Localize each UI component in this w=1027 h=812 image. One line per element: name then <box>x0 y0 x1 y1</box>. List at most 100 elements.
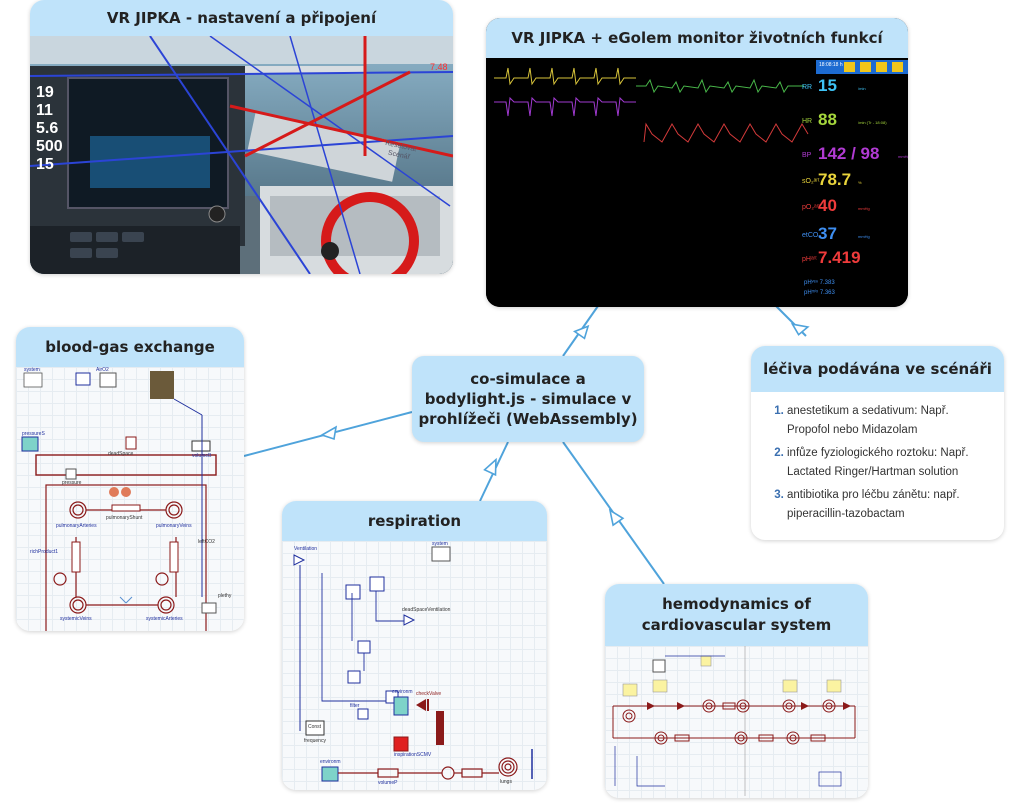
screen-value: 19 <box>36 84 54 101</box>
blood-gas-title: blood-gas exchange <box>16 327 244 367</box>
respiration-title: respiration <box>282 501 547 541</box>
monitor-row-value: 88 <box>818 110 837 129</box>
monitor-title: VR JIPKA + eGolem monitor životních funk… <box>486 18 908 58</box>
blood-gas-schematic <box>21 371 217 631</box>
hemo-title-line: cardiovascular system <box>641 616 832 634</box>
resp-label: environm <box>320 759 341 765</box>
screen-value: 500 <box>36 138 63 155</box>
drugs-title: léčiva podávána ve scénáři <box>751 346 1004 392</box>
arrow-head-monitor <box>572 324 590 340</box>
resp-label: deadSpaceVentilation <box>402 607 451 613</box>
bg-label: leftCO2 <box>198 539 215 545</box>
bg-label: deadSpace <box>108 451 134 457</box>
resp-label: volumeP <box>378 780 398 786</box>
bg-label: volumeB <box>192 453 212 459</box>
monitor-card: VR JIPKA + eGolem monitor životních funk… <box>486 18 908 307</box>
drugs-list: anestetikum a sedativum: Např. Propofol … <box>751 402 1004 524</box>
monitor-button[interactable] <box>860 62 871 72</box>
monitor-row-label: pHᵃʳᵗ <box>802 256 817 263</box>
monitor-row-label: RR <box>802 84 813 91</box>
monitor-row-value: 78.7 <box>818 170 852 189</box>
resp-label: Const <box>308 724 322 730</box>
waveform-purple <box>494 96 636 117</box>
resp-label: lungs <box>500 779 512 785</box>
waveform-green <box>636 78 804 94</box>
monitor-row-unit: /min <box>858 86 866 91</box>
waveform-yellow <box>494 67 636 86</box>
bg-label: pressureS <box>22 431 45 437</box>
drugs-list-wrapper: anestetikum a sedativum: Např. Propofol … <box>751 402 1004 528</box>
vr-screen-values: 19 11 5.6 500 15 <box>36 84 63 174</box>
vr-red-value: 7.48 <box>430 62 448 72</box>
monitor-row-label: sO₂ᵃʳᵗ <box>802 178 820 185</box>
bg-label: AirO2 <box>96 367 109 373</box>
screen-value: 11 <box>36 102 53 119</box>
resp-label: Ventilation <box>294 546 318 552</box>
monitor-row-value: 15 <box>818 76 837 95</box>
bg-label: pressure <box>62 480 82 486</box>
blood-gas-diagram: system AirO2 pressureS volumeB deadSpace… <box>16 367 244 631</box>
drugs-card: léčiva podávána ve scénáři anestetikum a… <box>751 346 1004 540</box>
resp-label: system <box>432 541 448 547</box>
respiration-diagram: Ventilation system deadSpaceVentilation … <box>282 541 547 790</box>
monitor-row-label: BP <box>802 152 812 159</box>
hemodynamics-card: hemodynamics of cardiovascular system <box>605 584 868 798</box>
monitor-top-bar: 18:08:18 h <box>816 60 908 74</box>
vr-setup-card: VR JIPKA - nastavení a připojení <box>30 0 453 274</box>
vr-scene-illustration <box>30 36 453 274</box>
monitor-row-unit: /min (Tr - 18:08) <box>858 120 887 125</box>
hemo-title-line: hemodynamics of <box>662 595 811 613</box>
monitor-waveforms <box>494 67 809 143</box>
bg-label: pulmonaryShunt <box>106 515 143 521</box>
screen-value: 15 <box>36 156 54 173</box>
blood-gas-card: blood-gas exchange <box>16 327 244 631</box>
drug-item: anestetikum a sedativum: Např. Propofol … <box>787 402 990 440</box>
arrow-head-blood-gas <box>320 425 338 441</box>
arrow-head-respiration <box>483 457 497 477</box>
resp-label: inspirationSCMV <box>394 752 432 758</box>
arrow-head-drugs <box>790 323 810 336</box>
monitor-button[interactable] <box>876 62 887 72</box>
monitor-row-label: pO₂ᵃʳᵗ <box>802 204 820 211</box>
resp-label: checkValve <box>416 691 442 697</box>
monitor-row: RR 15/min <box>802 76 908 100</box>
monitor-button[interactable] <box>844 62 855 72</box>
monitor-clock: 18:08:18 h <box>819 62 843 68</box>
drug-item: antibiotika pro léčbu zánětu: např. pipe… <box>787 486 990 524</box>
bg-label: pulmonaryVeins <box>156 523 192 529</box>
hemodynamics-diagram <box>605 646 868 798</box>
central-cosimulation-node: co-simulace a bodylight.js - simulace v … <box>412 356 644 442</box>
arrow-head-hemodynamics <box>608 508 625 527</box>
bg-label: plethy <box>218 593 232 599</box>
monitor-row: HR 88/min (Tr - 18:08) <box>802 110 908 134</box>
monitor-button[interactable] <box>892 62 903 72</box>
monitor-row-value: 7.419 <box>818 248 861 267</box>
vr-setup-image: 19 11 5.6 500 15 7.48 Resetovat Scénář <box>30 36 453 274</box>
monitor-row-value: 40 <box>818 196 837 215</box>
respiration-card: respiration <box>282 501 547 790</box>
monitor-ph-ven: pHᵛᵉⁿ 7.383 <box>804 280 835 286</box>
screen-value: 5.6 <box>36 120 59 137</box>
bg-label: systemicArteries <box>146 616 183 622</box>
hemodynamics-title: hemodynamics of cardiovascular system <box>605 584 868 646</box>
monitor-row-unit: mmHg <box>858 234 870 239</box>
respiration-schematic <box>293 546 533 782</box>
monitor-row-label: HR <box>802 118 813 125</box>
monitor-row-value: 37 <box>818 224 837 243</box>
central-line: co-simulace a <box>470 370 586 388</box>
bg-label: richProduct1 <box>30 549 59 555</box>
drug-item: infůze fyziologického roztoku: Např. Lac… <box>787 444 990 482</box>
waveform-red <box>643 122 809 143</box>
central-line: prohlížeči (WebAssembly) <box>418 410 638 428</box>
vr-setup-title: VR JIPKA - nastavení a připojení <box>30 0 453 36</box>
monitor-row-value: 142 / 98 <box>818 144 880 163</box>
monitor-row-unit: % <box>858 180 862 185</box>
bg-label: systemicVeins <box>60 616 92 622</box>
